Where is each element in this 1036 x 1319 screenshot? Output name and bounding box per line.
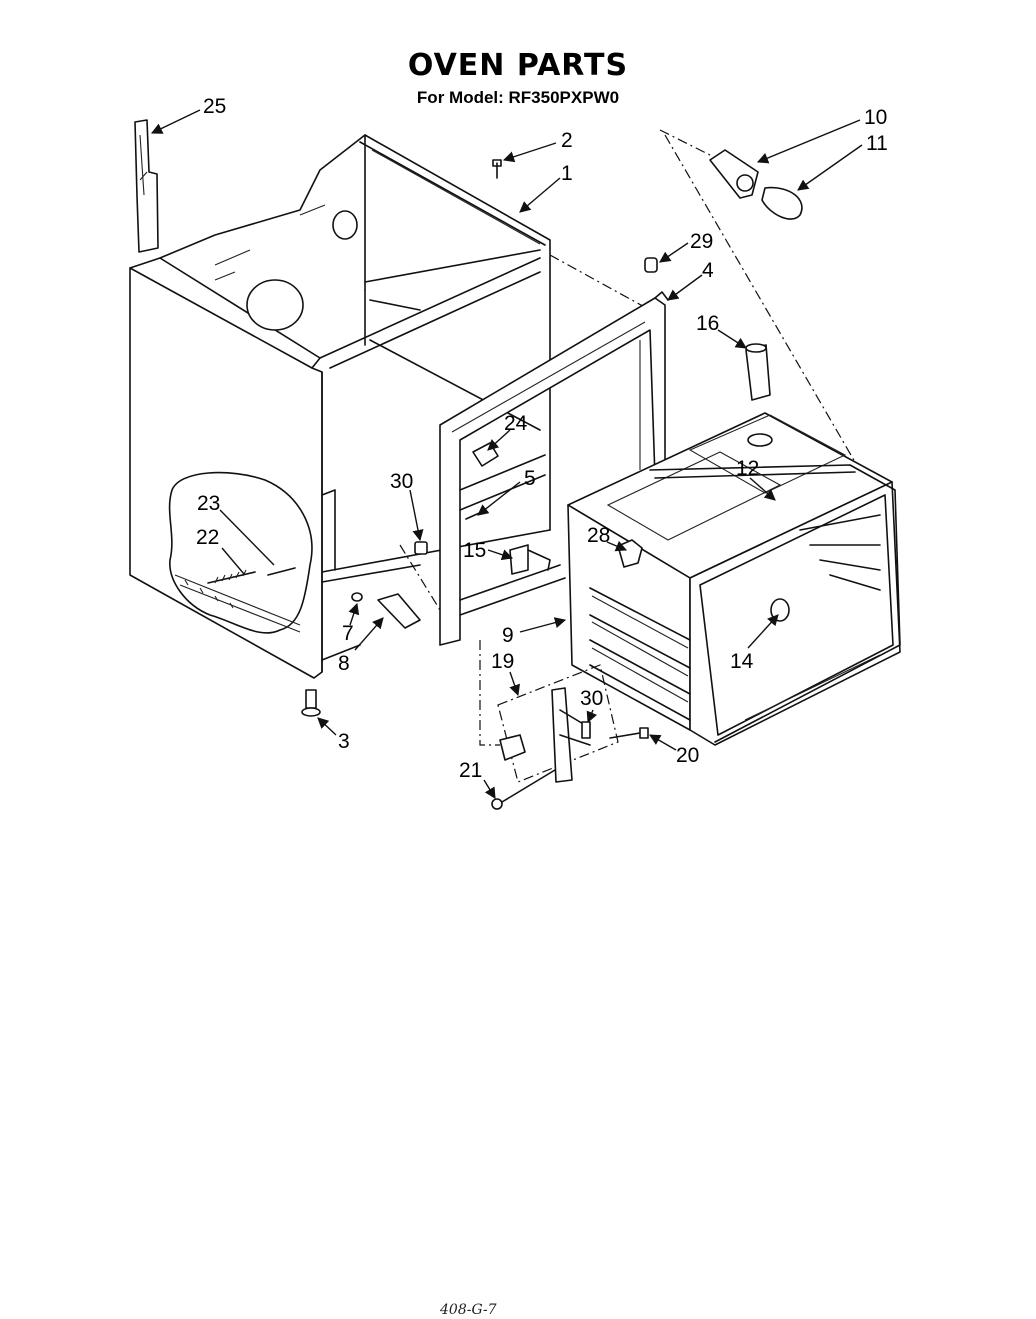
- callout-19: 19: [491, 650, 514, 673]
- part-22-spring: [207, 569, 256, 584]
- alignment-lines: [399, 129, 881, 746]
- part-1-oven-cabinet: [129, 134, 551, 679]
- callout-14: 14: [730, 650, 754, 673]
- callout-27: 28: [587, 524, 610, 547]
- part-10-lamp-socket: [709, 149, 759, 199]
- part-21-clip: [491, 769, 556, 810]
- part-15-bracket: [509, 544, 551, 575]
- part-30-hinge-pin: [581, 721, 591, 739]
- callout-23: 23: [197, 492, 220, 515]
- callout-29: 30: [390, 470, 413, 493]
- callout-4: 4: [702, 259, 714, 282]
- part-25-connector: [472, 442, 499, 467]
- part-4-front-frame: [439, 291, 669, 646]
- callout-28: 29: [690, 230, 713, 253]
- part-19-door-hinge-assembly: [497, 664, 619, 783]
- callout-15: 15: [463, 539, 486, 562]
- callout-25: 24: [504, 412, 528, 435]
- callout-7: 7: [342, 622, 354, 645]
- part-2-screw: [492, 159, 502, 179]
- part-9-oven-liner: [567, 412, 901, 746]
- callout-22: 22: [196, 526, 219, 549]
- callout-20: 20: [676, 744, 699, 767]
- callout-3: 3: [338, 730, 350, 753]
- part-7-washer: [351, 592, 363, 602]
- callout-8: 8: [338, 652, 350, 675]
- callout-12: 12: [736, 457, 759, 480]
- part-16-vent-tube: [745, 343, 771, 401]
- callout-1: 1: [561, 162, 573, 185]
- page-title: OVEN PARTS: [407, 48, 629, 83]
- part-8-hinge-bracket: [377, 593, 421, 629]
- part-23-spring-link: [267, 567, 296, 576]
- callout-labels: 25 2 1 10 11 29 4 16 12 14 24 5 30 15 28…: [196, 95, 888, 782]
- callout-10: 10: [864, 106, 887, 129]
- leader-lines: [150, 109, 863, 799]
- part-29-bushing: [414, 541, 428, 555]
- callout-9: 9: [502, 624, 514, 647]
- callout-30: 30: [580, 687, 603, 710]
- part-11-lamp-bulb: [761, 186, 803, 220]
- model-subtitle: For Model: RF350PXPW0: [416, 88, 620, 107]
- part-28-plug: [644, 257, 658, 273]
- callout-24: 25: [203, 95, 226, 118]
- page-footer-code: 408-G-7: [440, 1302, 497, 1318]
- callout-5: 5: [524, 467, 536, 490]
- callout-21: 21: [459, 759, 482, 782]
- part-20-hinge-screw: [609, 727, 649, 739]
- callout-11: 11: [866, 132, 888, 155]
- callout-16: 16: [696, 312, 719, 335]
- part-24-side-trim: [134, 119, 159, 253]
- part-3-leveling-leg: [301, 689, 321, 717]
- callout-2: 2: [561, 129, 573, 152]
